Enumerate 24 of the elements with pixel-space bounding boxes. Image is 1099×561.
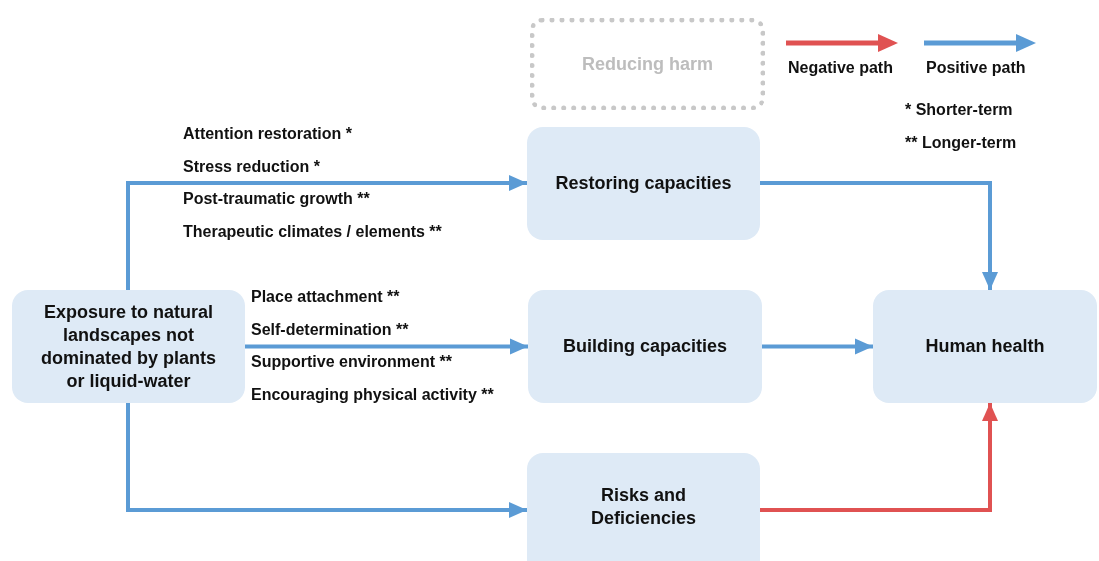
process-box: Exposure to natural landscapes not dominated by plants or liquid-water xyxy=(12,290,245,403)
annotation-text: Post-traumatic growth ** xyxy=(183,189,370,209)
process-box: Restoring capacities xyxy=(527,127,760,240)
annotation-text: Encouraging physical activity ** xyxy=(251,385,494,405)
legend-text: Negative path xyxy=(788,58,893,78)
annotation-text: Stress reduction * xyxy=(183,157,320,177)
annotation-text: * Shorter-term xyxy=(905,100,1013,120)
arrow xyxy=(245,338,528,355)
annotation-text: Therapeutic climates / elements ** xyxy=(183,222,442,242)
arrow xyxy=(760,403,998,512)
annotation-text: Attention restoration * xyxy=(183,124,352,144)
annotation-text: Supportive environment ** xyxy=(251,352,452,372)
process-box: Human health xyxy=(873,290,1097,403)
dotted-box: Reducing harm xyxy=(530,18,765,110)
legend-text: Positive path xyxy=(926,58,1026,78)
process-box: Building capacities xyxy=(528,290,762,403)
arrow xyxy=(126,175,527,290)
arrow xyxy=(760,181,998,290)
annotation-text: ** Longer-term xyxy=(905,133,1017,153)
arrow xyxy=(126,403,527,518)
arrow xyxy=(762,338,873,355)
annotation-text: Place attachment ** xyxy=(251,287,400,307)
annotation-text: Self-determination ** xyxy=(251,320,409,340)
process-box: Risks and Deficiencies xyxy=(527,453,760,561)
